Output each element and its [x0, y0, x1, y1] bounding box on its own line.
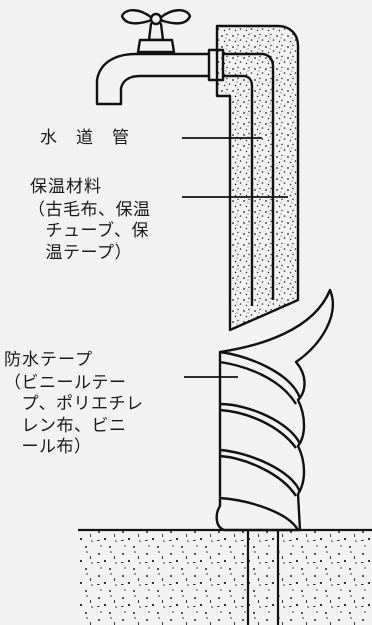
waterproof-title-label: 防水テープ: [4, 350, 93, 370]
insulation-detail-label: （古毛布、保温 チューブ、保 温テープ）: [28, 200, 151, 263]
insulation-layer: [215, 24, 300, 332]
waterproof-tape: [215, 288, 334, 532]
water-pipe: [223, 52, 280, 625]
water-pipe-label: 水 道 管: [40, 128, 130, 148]
leader-lines: [182, 137, 288, 378]
ground: [78, 528, 372, 625]
waterproof-detail-label: （ビニールテー プ、ポリエチレ レン布、ビニ ール布）: [4, 373, 144, 457]
insulation-title-label: 保温材料: [30, 177, 102, 197]
faucet-icon: [95, 9, 225, 106]
